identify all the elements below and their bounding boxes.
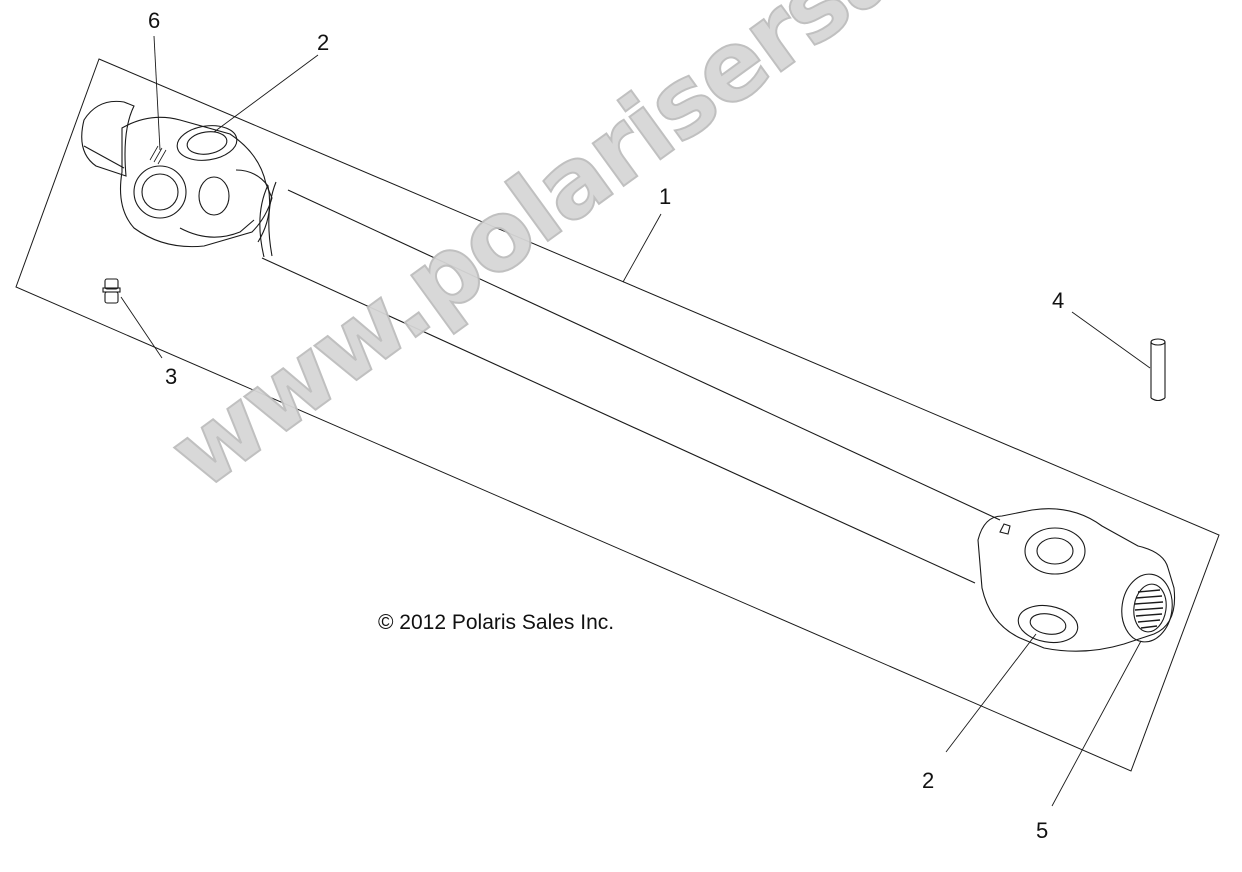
roll-pin-part [1150, 338, 1166, 402]
callout-5: 5 [1036, 818, 1049, 843]
callout-2-rear: 2 [922, 768, 935, 793]
rear-u-joint [977, 508, 1176, 652]
assembly-frame [15, 58, 1220, 772]
callout-6: 6 [148, 8, 161, 33]
shaft-lower-edge [261, 257, 976, 584]
callout-4: 4 [1052, 288, 1065, 313]
callout-1: 1 [659, 184, 672, 209]
grease-fitting-part [102, 278, 121, 304]
callout-2-front: 2 [317, 30, 330, 55]
callout-3: 3 [165, 364, 178, 389]
copyright-notice: © 2012 Polaris Sales Inc. [378, 611, 615, 634]
front-u-joint [81, 100, 273, 248]
shaft-upper-edge [287, 189, 1001, 521]
leader-lines [120, 35, 1151, 807]
